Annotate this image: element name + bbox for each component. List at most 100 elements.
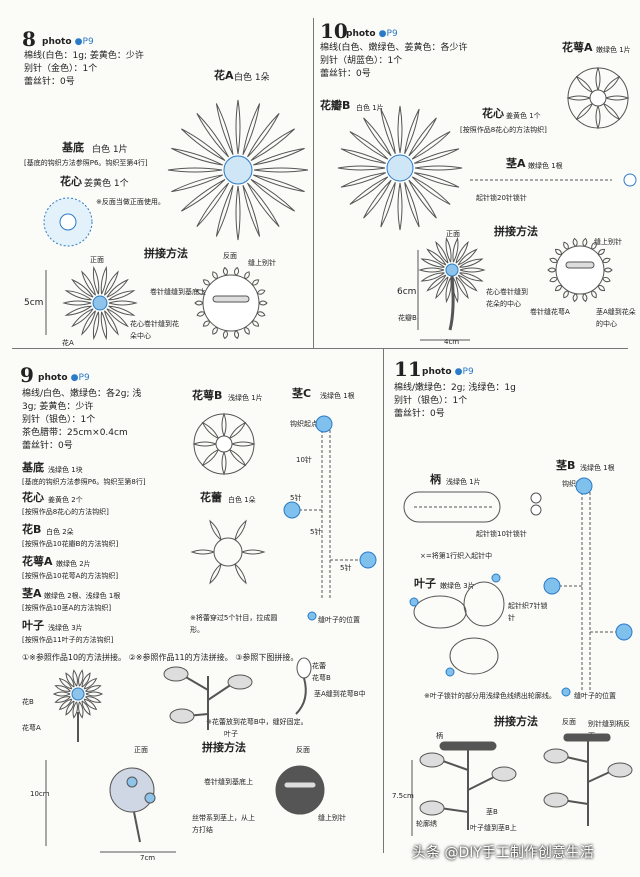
s11-back-label: 反面 [562, 718, 576, 726]
s9-material-3: 别针（银色）：1个 [22, 415, 96, 425]
s9-assembly-front [109, 767, 156, 843]
s9-stem-title: 茎A [22, 587, 42, 600]
flower-petal [65, 672, 75, 688]
s10-calyx-chart [566, 66, 630, 130]
s11-stem-b-chart [543, 477, 633, 697]
s10-center-note: 姜黄色 1个 [506, 112, 541, 120]
s11-assembly-title: 拼接方法 [494, 715, 538, 728]
s11-assembly-front [419, 741, 517, 830]
calyx-stitch [201, 449, 219, 467]
flower-petal [58, 677, 73, 690]
petal-stitch [404, 182, 420, 228]
flower-petal [563, 290, 569, 299]
s9-calyx-b-note: 浅绿色 1片 [228, 394, 263, 402]
flower-petal [81, 310, 96, 336]
s10-stem-sub: 起针锁20针锁针 [476, 194, 527, 202]
petal-stitch [414, 172, 460, 188]
flower-petal [426, 248, 447, 266]
s11-material-1: 棉线/嫩绿色：2g; 浅绿色：1g [394, 383, 516, 393]
flower-petal [251, 320, 260, 327]
s9-center-note: 姜黄色 2个 [48, 496, 83, 504]
s8-base-note: 白色 1片 [92, 145, 128, 155]
s8-material-2: 别针（金色）：1个 [24, 64, 98, 74]
s9-assembly-title: 拼接方法 [202, 741, 246, 754]
s10-pin-label: 缝上别针 [594, 238, 622, 246]
s9-stem-c-note: 浅绿色 1根 [320, 392, 355, 400]
s10-calyx-title: 花萼A [562, 41, 593, 54]
photo-page: P9 [386, 29, 398, 39]
petal-stitch [242, 184, 261, 237]
s8-base-title: 基底 [62, 141, 84, 154]
s10-center-sub: [按照作品8花心的方法钩织] [460, 126, 547, 134]
s9-rows-label-2: 5针 [290, 494, 302, 502]
s11-outline-label: 轮廓绣 [416, 820, 437, 828]
petal-stitch [408, 117, 437, 157]
calyx-stitch [192, 441, 217, 447]
flower-petal [457, 274, 478, 292]
flower-petal [104, 270, 119, 296]
petal-stitch [340, 172, 386, 188]
s9-leaf-sub: [按照作品11叶子的方法钩织] [22, 636, 114, 644]
calyx-stitch [221, 412, 227, 437]
s9-base-step2: 丝带系到茎上，从上方打结 [192, 814, 255, 834]
s8-flower-a-label: 花A [62, 339, 74, 347]
s9-stem-c-sub: 钩织起点 [290, 420, 318, 428]
s10-step2: 卷针缝花萼A [530, 308, 570, 316]
s11-stem-label: 茎B [486, 808, 498, 816]
calyx-stitch [605, 95, 630, 101]
calyx-stitch [231, 441, 256, 447]
section-10-photo: photo ●P9 [346, 29, 398, 39]
flower-petal [64, 290, 92, 301]
petal-stitch [340, 148, 386, 164]
bud-petal [190, 549, 215, 555]
flower-petal [549, 276, 558, 283]
s9-leaf-note: 浅绿色 3片 [48, 624, 83, 632]
s9-front-label: 正面 [134, 746, 148, 754]
s8-assembly-back [194, 266, 268, 340]
s9-center-sub: [按照作品8花心的方法钩织] [22, 508, 109, 516]
photo-label: photo [38, 373, 68, 383]
s9-bud-note: 白色 1朵 [228, 496, 256, 504]
flower-petal [202, 320, 211, 327]
flower-petal [256, 289, 266, 295]
s8-front-label: 正面 [90, 256, 104, 264]
petal-stitch [215, 103, 234, 156]
flower-petal [554, 248, 563, 256]
bud-petal [241, 549, 266, 555]
petal-stitch [380, 182, 396, 228]
s9-stem-c-chart [283, 415, 377, 621]
s9-dim: 10cm [30, 790, 50, 798]
flower-petal [92, 265, 100, 295]
s9-base-note: 浅绿色 1块 [48, 466, 83, 474]
flower-petal [582, 237, 588, 247]
photo-page: P9 [82, 37, 94, 47]
petal-stitch [397, 105, 403, 154]
watermark: 头条 @DIY手工制作创意生活 [412, 845, 594, 861]
petal-stitch [252, 174, 305, 193]
s9-flower-note: 白色 2朵 [46, 528, 74, 536]
horizontal-divider [12, 348, 628, 349]
flower-petal [54, 685, 71, 692]
petal-stitch [411, 176, 451, 205]
flower-petal [572, 237, 578, 247]
photo-label: photo [422, 367, 452, 377]
s9-base-title: 基底 [22, 461, 44, 474]
s9-calyx-b-label: 花萼B [312, 674, 331, 682]
s9-stem-sub: [按照作品10茎A的方法钩织] [22, 604, 112, 612]
flower-petal [445, 236, 452, 263]
flower-petal [108, 300, 138, 306]
s11-handle-label: 柄 [436, 732, 443, 740]
s8-center-chart [43, 197, 93, 247]
s11-leaf-note: 嫩绿色 3片 [440, 582, 475, 590]
calyx-stitch [575, 103, 593, 121]
s8-center-note: 姜黄色 1个 [84, 179, 129, 189]
flower-petal [72, 701, 78, 719]
flower-petal [256, 311, 266, 317]
petal-stitch [242, 103, 261, 156]
s8-dim: 5cm [24, 298, 44, 308]
s10-stem-chart [470, 173, 637, 187]
s9-material-4: 茶色腊带：25cm×0.4cm [22, 428, 128, 438]
s9-calyx-sub: [按照作品10花萼A的方法钩织] [22, 572, 119, 580]
petal-stitch [363, 179, 392, 219]
s9-bud-title: 花蕾 [200, 491, 222, 504]
